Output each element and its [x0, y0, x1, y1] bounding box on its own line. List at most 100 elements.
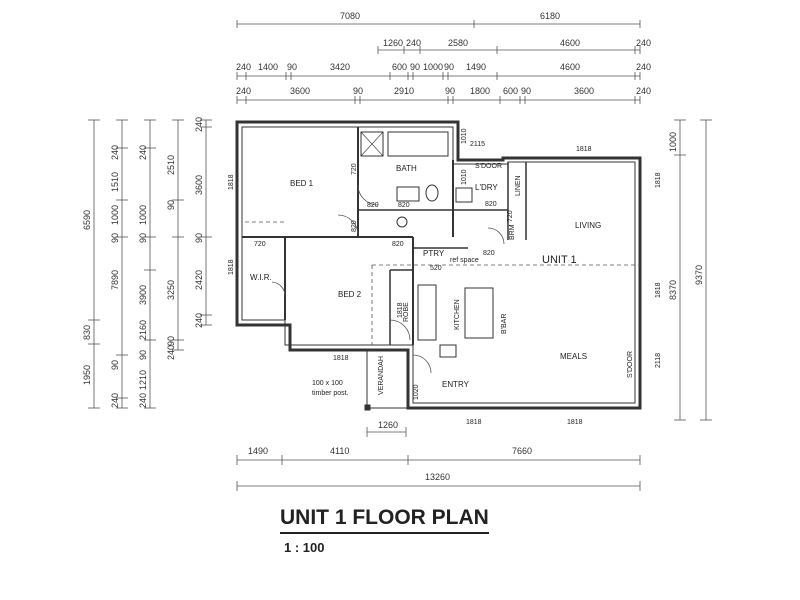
- room-label-wir: W.I.R.: [250, 273, 272, 282]
- dim-label: 3600: [574, 86, 594, 96]
- dim-label: 7080: [340, 11, 360, 21]
- dim-label: 3250: [166, 280, 176, 300]
- dim-label: 240: [194, 117, 204, 132]
- dimension-labels: 7080 6180 1260 240 2580 4600 240 240 140…: [82, 11, 704, 482]
- dim-label: 3600: [194, 175, 204, 195]
- opening-tag: 1010: [461, 128, 468, 144]
- dim-label: 240: [636, 86, 651, 96]
- dim-label: 8370: [668, 280, 678, 300]
- dim-label: 90: [287, 62, 297, 72]
- dim-label: 4110: [330, 446, 349, 456]
- dim-label: 90: [110, 360, 120, 370]
- opening-tag: 2115: [470, 141, 485, 148]
- dim-label: 90: [110, 233, 120, 243]
- door-swings: [245, 184, 640, 374]
- dim-label: 3900: [138, 285, 148, 305]
- opening-tag: 1818: [228, 174, 235, 190]
- opening-tag: 1020: [413, 384, 420, 400]
- dim-label: 240: [166, 345, 176, 360]
- opening-tag: 820: [367, 202, 379, 209]
- dim-label: 7660: [512, 446, 532, 456]
- dim-label: 90: [166, 200, 176, 210]
- opening-tag: 1818: [567, 419, 583, 426]
- dim-label: 6180: [540, 11, 560, 21]
- dim-label: 7890: [110, 270, 120, 290]
- unit-label: UNIT 1: [542, 254, 577, 266]
- opening-tag: 1818: [397, 302, 404, 318]
- dim-label: 1260: [378, 420, 398, 430]
- room-label-robe: ROBE: [403, 302, 410, 322]
- dim-label: 600: [392, 62, 407, 72]
- opening-tag: 820: [392, 241, 404, 248]
- dim-label: 1510: [110, 172, 120, 192]
- room-label-bed1: BED 1: [290, 179, 314, 188]
- room-label-linen: LINEN: [515, 175, 522, 196]
- opening-tag: 1010: [461, 169, 468, 185]
- plan-scale: 1 : 100: [284, 540, 325, 555]
- opening-tag: 2118: [655, 353, 662, 368]
- room-label-sdoor-meals: S'DOOR: [627, 351, 634, 378]
- dim-label: 90: [521, 86, 531, 96]
- opening-tag: 1818: [228, 259, 235, 275]
- room-label-kitchen: KITCHEN: [454, 299, 461, 330]
- room-label-bed2: BED 2: [338, 290, 362, 299]
- dim-label: 2160: [138, 320, 148, 340]
- opening-tag: 820: [398, 202, 410, 209]
- dim-label: 240: [236, 62, 251, 72]
- room-label-entry: ENTRY: [442, 380, 470, 389]
- room-label-sdoor: S'DOOR: [475, 163, 502, 170]
- dim-label: 4600: [560, 62, 580, 72]
- dim-label: 9370: [694, 265, 704, 285]
- walls: [235, 120, 642, 411]
- dim-label: 240: [636, 62, 651, 72]
- dim-label: 2420: [194, 270, 204, 290]
- dim-label: 240: [636, 38, 651, 48]
- opening-tag: 820: [351, 220, 358, 232]
- room-label-ref-space: ref space: [450, 257, 479, 264]
- title-block: UNIT 1 FLOOR PLAN 1 : 100: [280, 506, 489, 555]
- dim-label: 240: [138, 145, 148, 160]
- dim-label: 1000: [668, 132, 678, 152]
- dim-label: 1000: [423, 62, 443, 72]
- plan-title: UNIT 1 FLOOR PLAN: [280, 506, 489, 534]
- dimension-lines: [88, 20, 712, 491]
- room-labels: BED 1 BATH S'DOOR L'DRY LINEN LIVING UNI…: [250, 163, 634, 397]
- dim-label: 2580: [448, 38, 468, 48]
- room-label-bbar: B'BAR: [501, 314, 508, 334]
- opening-tag: 1818: [576, 146, 592, 153]
- dim-label: 2910: [394, 86, 414, 96]
- opening-tag: 1818: [333, 355, 349, 362]
- dim-label: 600: [503, 86, 518, 96]
- dim-label: 90: [444, 62, 454, 72]
- dim-label: 240: [236, 86, 251, 96]
- room-label-living: LIVING: [575, 221, 601, 230]
- dim-label: 1800: [470, 86, 490, 96]
- dim-label: 240: [110, 145, 120, 160]
- dim-label: 240: [406, 38, 421, 48]
- dim-label: 1400: [258, 62, 278, 72]
- opening-tag: 720: [351, 163, 358, 175]
- dim-label: 1490: [466, 62, 486, 72]
- post-note-line2: timber post.: [312, 390, 349, 397]
- room-label-ptry: PTRY: [423, 249, 445, 258]
- room-label-brm: BRM: [509, 224, 516, 240]
- dim-label: 6590: [82, 210, 92, 230]
- dim-label: 240: [194, 313, 204, 328]
- dim-label: 4600: [560, 38, 580, 48]
- dim-label: 3600: [290, 86, 310, 96]
- dim-label: 1000: [110, 205, 120, 225]
- dim-label: 1490: [248, 446, 268, 456]
- room-label-bath: BATH: [396, 164, 417, 173]
- dim-label: 830: [82, 325, 92, 340]
- opening-tag: 1818: [655, 282, 662, 298]
- dim-label: 240: [138, 393, 148, 408]
- dim-label: 13260: [425, 472, 450, 482]
- opening-tag: 520: [430, 265, 442, 272]
- dim-label: 1210: [138, 370, 148, 390]
- opening-tag: 720: [507, 210, 514, 222]
- opening-tags: 1818 720 820 2115 1010 820 1010 1818 181…: [228, 128, 662, 426]
- dim-label: 90: [410, 62, 420, 72]
- dim-label: 90: [138, 233, 148, 243]
- dim-label: 1950: [82, 365, 92, 385]
